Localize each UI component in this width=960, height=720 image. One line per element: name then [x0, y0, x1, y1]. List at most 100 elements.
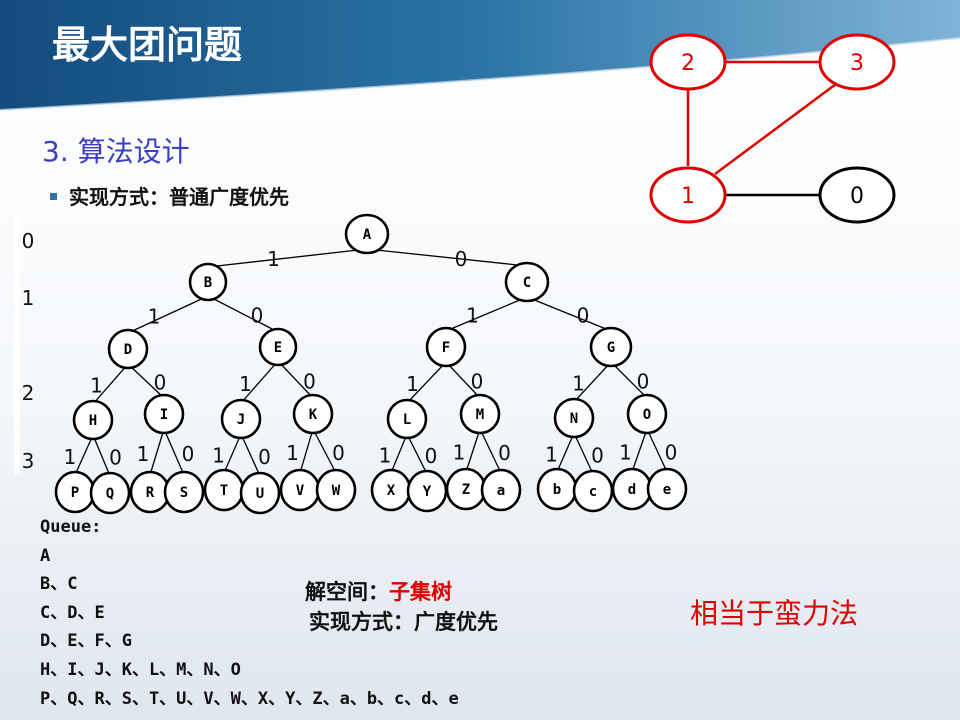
tree-node-label: F [442, 340, 450, 356]
graph-node-1-label: 1 [681, 184, 695, 209]
tree-edge-J-T [223, 433, 242, 474]
tree-node-label: K [309, 407, 318, 423]
branch-label-c: 0 [591, 444, 604, 468]
tree-node-label: Q [106, 486, 114, 502]
tree-edge-F-M [445, 361, 481, 399]
tree-edge-A-C [366, 248, 528, 267]
branch-label-a: 0 [498, 441, 511, 465]
graph-node-2: 2 [649, 33, 727, 91]
tree-node-M: M [459, 393, 501, 435]
tree-node-G: G [589, 326, 633, 368]
bullet-square-icon [50, 193, 57, 200]
tree-node-R: R [129, 470, 171, 514]
branch-label-Y: 0 [425, 444, 438, 468]
branch-label-C: 0 [455, 247, 468, 271]
graph-node-0: 0 [818, 166, 896, 224]
solution-space-label: 解空间： [305, 580, 389, 604]
branch-label-M: 0 [471, 370, 484, 394]
tree-edge-D-H [92, 363, 129, 405]
tree-node-N: N [553, 397, 595, 439]
branch-label-e: 0 [665, 441, 678, 465]
tree-node-d: d [611, 467, 653, 511]
tree-node-D: D [107, 328, 149, 370]
graph-node-3: 3 [818, 33, 896, 91]
tree-node-label: T [220, 483, 228, 499]
branch-label-Z: 1 [453, 441, 466, 465]
tree-node-e: e [646, 467, 688, 511]
method-label: 实现方式： [309, 610, 414, 634]
queue-line-3: C、D、E [40, 602, 105, 623]
tree-node-label: E [274, 340, 282, 356]
tree-edge-M-a [479, 428, 502, 474]
bullet-item: 实现方式：普通广度优先 [50, 181, 289, 210]
branch-label-H: 1 [90, 374, 103, 398]
bullet-text: 实现方式：普通广度优先 [69, 185, 289, 209]
queue-line-2: B、C [40, 574, 78, 595]
tree-node-E: E [258, 327, 298, 367]
branch-label-K: 0 [303, 370, 316, 394]
tree-edge-O-e [646, 428, 668, 473]
tree-edge-I-R [149, 428, 165, 476]
queue-listing: Queue: A B、C C、D、E D、E、F、G H、I、J、K、L、M、N、O P、Q… [40, 513, 459, 713]
tree-node-label: S [180, 485, 188, 501]
tree-edge-H-Q [92, 434, 111, 477]
tree-node-label: Z [462, 482, 470, 498]
graph-clique: 2 3 1 0 [649, 33, 896, 224]
tree-edge-H-P [74, 434, 94, 476]
queue-line-1: A [40, 545, 51, 566]
solution-space-row: 解空间：子集树 [305, 577, 498, 607]
tree-edge-E-K [277, 360, 314, 399]
tree-node-A: A [344, 213, 390, 255]
branch-label-F: 1 [466, 304, 479, 328]
tree-node-b: b [536, 467, 578, 511]
tree-node-label: c [589, 484, 597, 500]
tree-node-K: K [292, 393, 334, 435]
branch-label-D: 1 [148, 305, 161, 329]
branch-label-R: 1 [137, 442, 150, 466]
tree-node-Y: Y [406, 469, 448, 513]
branch-label-B: 1 [267, 247, 280, 271]
tree-node-S: S [163, 470, 205, 514]
tree-edge-L-X [390, 433, 408, 474]
section-heading: 3. 算法设计 [42, 135, 190, 168]
tree-edge-C-G [526, 296, 612, 332]
level-label-0: 0 [22, 229, 35, 253]
tree-node-label: R [146, 485, 155, 501]
queue-label: Queue: [40, 517, 102, 537]
tree-node-W: W [315, 468, 357, 512]
tree-edge-N-b [556, 432, 575, 473]
queue-line-4: D、E、F、G [40, 631, 132, 652]
tree-node-V: V [279, 468, 321, 512]
branch-label-b: 1 [545, 443, 558, 467]
tree-node-a: a [480, 468, 522, 512]
branch-label-Q: 0 [109, 446, 122, 470]
info-block: 解空间：子集树 实现方式：广度优先 [305, 577, 498, 637]
tree-node-label: Y [423, 484, 432, 500]
tree-edge-G-N [573, 361, 612, 403]
queue-line-5: H、I、J、K、L、M、N、O [40, 659, 241, 680]
tree-node-label: B [204, 275, 212, 291]
tree-edge-M-Z [465, 428, 481, 473]
graph-edge-1-3 [714, 82, 837, 176]
queue-line-6: P、Q、R、S、T、U、V、W、X、Y、Z、a、b、c、d、e [40, 688, 459, 709]
tree-edge-K-V [299, 428, 314, 474]
tree-node-label: I [160, 407, 168, 423]
tree-node-label: L [403, 412, 411, 428]
branch-label-U: 0 [258, 445, 271, 469]
tree-edge-I-S [163, 428, 185, 476]
tree-edge-N-c [573, 432, 594, 475]
branch-label-I: 0 [154, 371, 167, 395]
tree-node-label: b [553, 482, 561, 498]
branch-label-S: 0 [182, 442, 195, 466]
tree-node-label: A [363, 227, 372, 243]
branch-label-E: 0 [251, 304, 264, 328]
summary-note: 相当于蛮力法 [690, 597, 859, 630]
tree-node-label: M [476, 407, 484, 423]
branch-label-W: 0 [332, 441, 345, 465]
tree-node-label: D [124, 342, 132, 358]
tree-node-F: F [425, 326, 467, 368]
branch-label-T: 1 [212, 444, 225, 468]
